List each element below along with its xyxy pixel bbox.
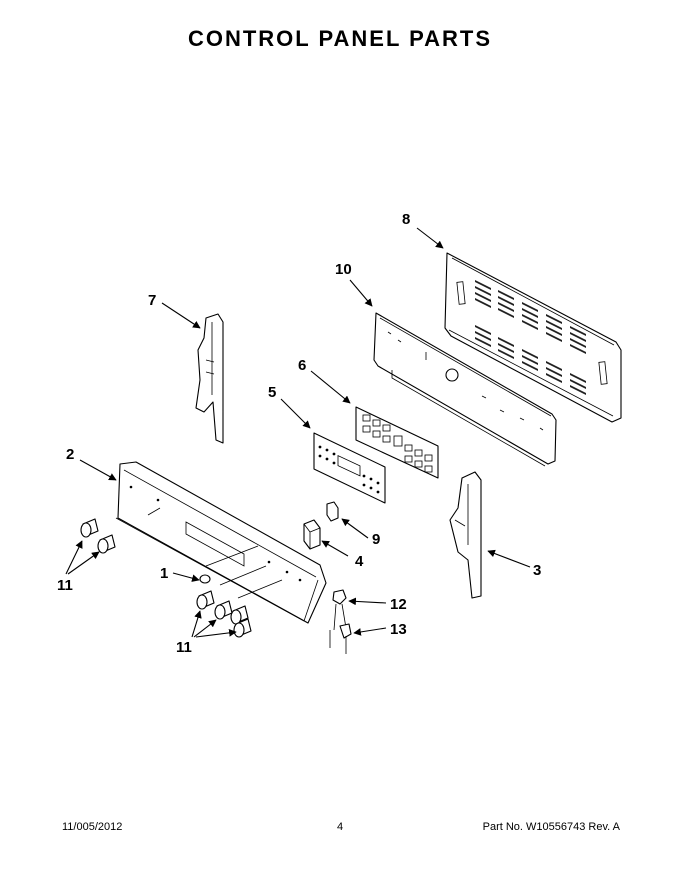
switch-part-9 <box>326 501 339 522</box>
switch-part-4 <box>303 519 321 550</box>
callout-6: 6 <box>298 357 306 374</box>
callout-1: 1 <box>160 565 168 582</box>
knob-icon <box>214 600 233 620</box>
page-title: CONTROL PANEL PARTS <box>187 26 493 51</box>
wire-harness-part-12-13 <box>329 589 352 654</box>
rear-panel-part-8 <box>444 252 622 423</box>
leader-lines <box>65 227 531 638</box>
control-panel-part-2 <box>115 461 327 624</box>
callout-13: 13 <box>390 621 407 638</box>
footer-date: 11/005/2012 <box>62 821 123 833</box>
bezel-part-1 <box>199 574 211 584</box>
callout-2: 2 <box>66 446 74 463</box>
knob-icon <box>80 518 99 538</box>
footer-page-number: 4 <box>337 821 344 833</box>
keypad-overlay-part-5 <box>313 432 386 504</box>
callout-11: 11 <box>176 639 192 656</box>
control-board-part-6 <box>355 406 439 479</box>
callout-5: 5 <box>268 384 276 401</box>
callout-11: 11 <box>57 577 73 594</box>
mounting-panel-part-10 <box>373 312 557 467</box>
knob-icon <box>97 534 116 554</box>
callout-7: 7 <box>148 292 156 309</box>
left-side-bracket-part-7 <box>195 313 224 444</box>
callout-3: 3 <box>533 562 541 579</box>
callout-4: 4 <box>355 553 364 570</box>
right-side-bracket-part-3 <box>449 471 482 599</box>
callout-9: 9 <box>372 531 380 548</box>
callout-12: 12 <box>390 596 407 613</box>
footer-part-number: Part No. W10556743 Rev. A <box>482 821 620 833</box>
callout-8: 8 <box>402 211 410 228</box>
knob-icon <box>196 590 215 610</box>
callout-10: 10 <box>335 261 352 278</box>
